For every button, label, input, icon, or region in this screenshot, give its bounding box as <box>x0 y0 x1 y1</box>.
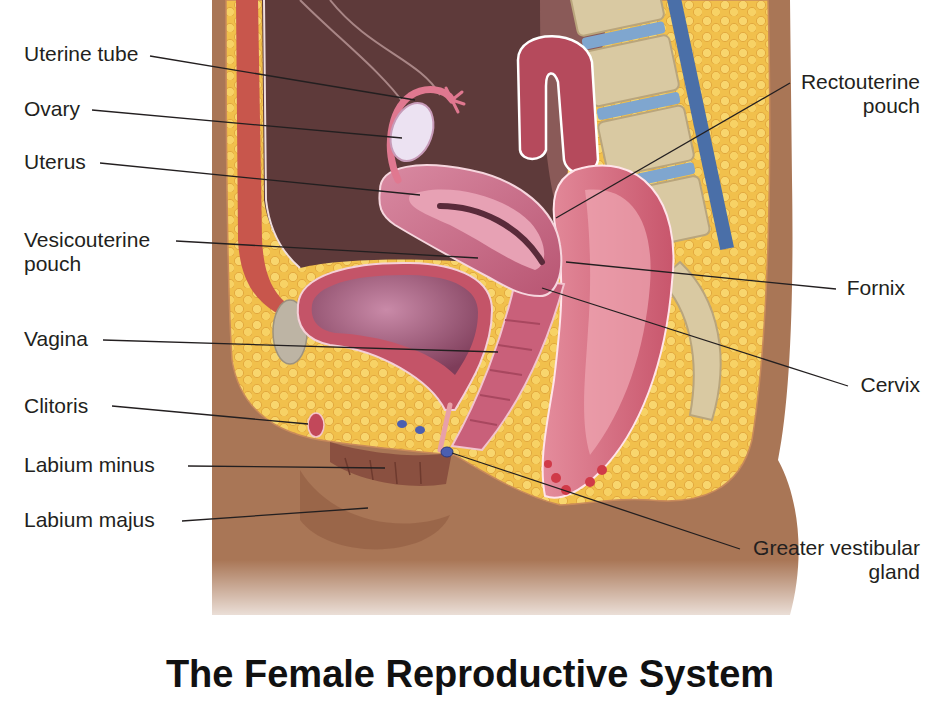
part-label: Cervix <box>860 373 920 397</box>
greater-vestibular-gland <box>441 447 453 457</box>
leader-line <box>100 163 420 195</box>
part-label: Uterus <box>24 150 86 174</box>
vestibular-bulb <box>397 420 407 428</box>
part-label: Labium majus <box>24 508 155 532</box>
uterus <box>379 165 561 296</box>
fade-out <box>0 560 940 632</box>
rectum <box>543 166 674 498</box>
sphincter-dot <box>597 465 607 475</box>
labial-folds <box>345 458 421 484</box>
peritoneum-line <box>264 0 300 268</box>
part-label: Fornix <box>847 276 905 300</box>
leader-line <box>452 453 740 549</box>
sphincter-dot <box>551 473 561 483</box>
abdominal-muscle <box>236 0 300 320</box>
leader-line <box>103 340 498 352</box>
urethra <box>440 405 450 450</box>
part-label: Ovary <box>24 97 80 121</box>
fimbriae <box>446 88 464 112</box>
clitoris <box>308 413 324 437</box>
vaginal-rugae <box>470 320 540 425</box>
leader-line <box>556 83 790 218</box>
leader-line <box>92 110 402 138</box>
leader-line <box>176 241 478 258</box>
uterine-cavity <box>440 206 542 262</box>
labium-minus <box>330 442 452 486</box>
ovary <box>383 97 441 167</box>
leader-lines <box>92 56 848 549</box>
sphincter-dot <box>585 477 595 487</box>
leader-line <box>112 406 308 424</box>
figure-title: The Female Reproductive System <box>0 652 940 696</box>
part-label: Clitoris <box>24 394 88 418</box>
rectum-lumen <box>584 190 651 455</box>
vestibular-bulb <box>415 426 425 434</box>
bladder-lumen <box>312 275 478 375</box>
leader-line <box>150 56 415 100</box>
part-label: Vesicouterine pouch <box>24 228 184 276</box>
leader-line <box>542 288 848 386</box>
part-label: Rectouterine pouch <box>780 70 920 118</box>
leader-line <box>188 466 385 468</box>
leader-line <box>182 508 368 521</box>
sigmoid-colon <box>518 36 598 173</box>
part-label: Vagina <box>24 327 88 351</box>
part-label: Greater vestibular gland <box>720 536 920 584</box>
bladder-wall <box>298 263 492 410</box>
part-label: Uterine tube <box>24 42 138 66</box>
vagina <box>452 278 564 450</box>
part-label: Labium minus <box>24 453 155 477</box>
spinal-canal <box>660 0 734 250</box>
sphincter-dot <box>544 460 552 468</box>
caption-ground <box>0 630 940 714</box>
anal-sphincter <box>544 460 607 495</box>
body-skin <box>212 0 799 615</box>
leader-line <box>566 262 836 289</box>
